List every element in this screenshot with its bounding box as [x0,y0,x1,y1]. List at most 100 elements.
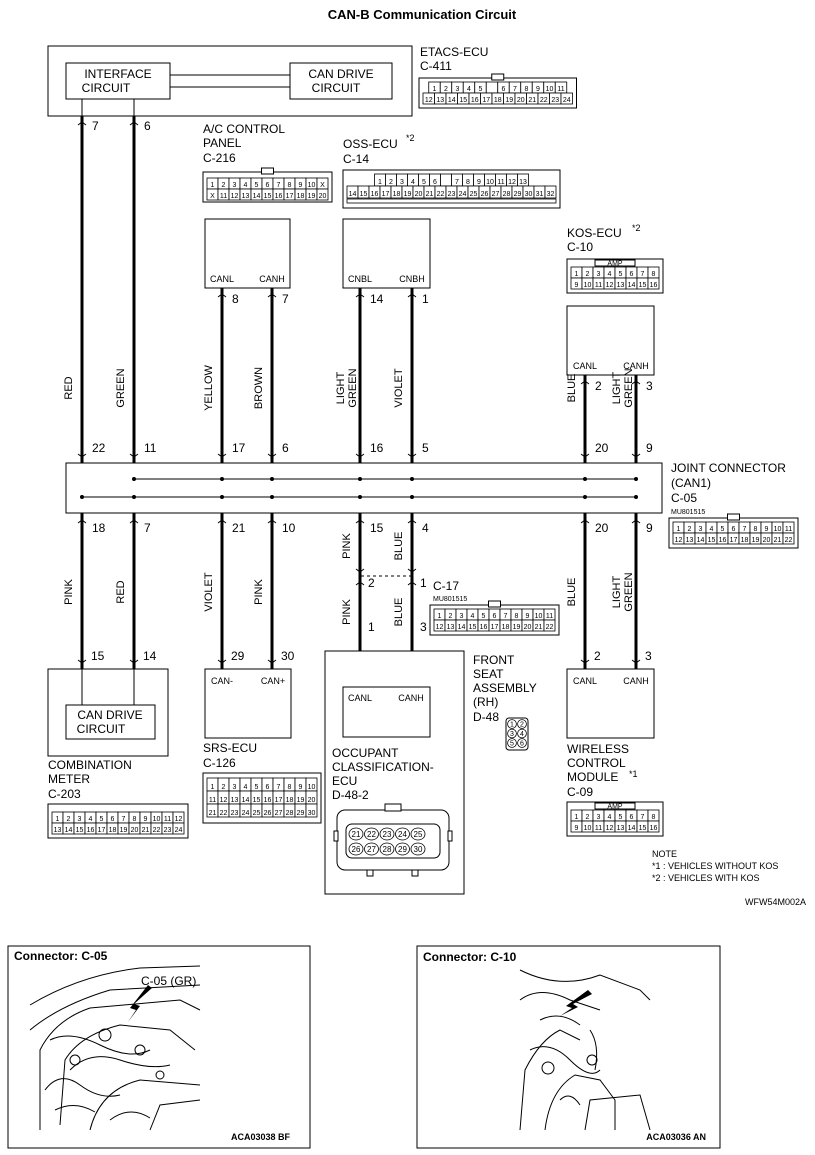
front-seat-connector-id: D-48 [473,710,499,724]
pin-number: 15 [264,193,272,200]
occ-pin-number: 25 [414,830,423,839]
combo-can-drive-box [65,704,156,740]
occ-name-3: ECU [332,774,357,788]
pin-number: 4 [411,179,415,186]
seat-pin-number: 3 [510,731,514,738]
pin-number: 13 [617,825,625,832]
pin-number: 2 [449,613,453,620]
pin-number: 16 [264,797,272,804]
junction-dot [132,477,136,481]
pin-number: 21 [142,827,150,834]
pin-number: 7 [641,814,645,821]
kos-ecu-star: *2 [632,223,641,233]
pin-number: 13 [447,624,455,631]
terminal-mark [267,453,277,458]
pin-number: 2 [222,784,226,791]
pin-number: 21 [426,191,434,198]
joint-pin-top: 16 [370,441,384,455]
combo-name-2: METER [48,772,90,786]
junction-dot [358,477,362,481]
pin-number: 21 [528,97,536,104]
note-line-2: *2 : VEHICLES WITH KOS [652,873,760,883]
srs-ecu-name: SRS-ECU [203,741,257,755]
interface-circuit-label-2: CIRCUIT [82,81,131,95]
pin-number: 11 [497,179,504,186]
pin-number: 13 [231,797,239,804]
terminal-mark [355,581,365,586]
pin-number: 1 [56,816,60,823]
can-drive-circuit-label-1: CAN DRIVE [308,67,373,81]
pin-label-upper: 14 [370,292,384,306]
pin-number: 15 [639,282,647,289]
pin-number: 18 [286,797,294,804]
pin-cell [544,185,557,199]
panel-c05-code: ACA03038 BF [231,1132,291,1142]
pin-number: 19 [308,193,316,200]
wire-color-lower: GREEN [623,572,635,611]
junction-dot [220,477,224,481]
srs-label-canminus: CAN- [211,676,233,686]
etacs-connector-id: C-411 [420,59,452,73]
pin-label-end: 2 [594,649,601,663]
c17-pin-upper: 1 [420,576,427,590]
seat-pin [507,738,517,748]
pin-number: 12 [436,624,444,631]
occ-pin-number: 30 [414,845,423,854]
pin-number: 1 [575,814,579,821]
connector-key [261,167,274,175]
pin-number: 30 [525,191,533,198]
pin-number: 16 [275,193,283,200]
terminal-mark [267,519,277,524]
pin-number: 13 [617,282,625,289]
connector-amp-label: AMP [607,804,623,811]
pin-number: 2 [586,271,590,278]
oss-label-cnbh: CNBH [399,274,425,284]
wcm-star: *1 [629,769,638,779]
pin-number: 29 [297,810,305,817]
ac-label-canl: CANL [210,274,234,284]
pin-cell [316,188,329,201]
pin-number: 1 [211,182,215,189]
kos-ecu-name: KOS-ECU [567,226,622,240]
joint-pin-top: 6 [282,441,289,455]
pin-number: 13 [436,97,444,104]
pin-number: 14 [65,827,73,834]
pin-number: 10 [584,825,592,832]
srs-label-canplus: CAN+ [261,676,285,686]
pin-number: 1 [677,526,681,533]
joint-connector-name-1: JOINT CONNECTOR [671,461,786,475]
pin-number: 7 [513,86,517,93]
pin-number: 7 [504,613,508,620]
junction-dot [132,495,136,499]
terminal-mark [407,568,417,573]
pin-number: 17 [730,537,738,544]
kos-connector-id: C-10 [567,240,593,254]
wire-color-lower: RED [115,580,127,603]
wire-color-upper: RED [63,376,75,399]
pin-label-upper: 6 [144,119,151,133]
pin-number: 2 [444,86,448,93]
pin-number: 8 [288,182,292,189]
pin-number: 23 [164,827,172,834]
srs-ecu-box [204,668,292,739]
c17-connector-id: C-17 [433,579,459,593]
pin-number: 16 [650,825,658,832]
pin-number: 8 [133,816,137,823]
ac-connector-id: C-216 [203,151,236,165]
junction-dot [410,495,414,499]
occ-name-2: CLASSIFICATION- [332,760,434,774]
pin-number: 9 [299,182,303,189]
pin-number: 5 [422,179,426,186]
pin-number: 7 [277,784,281,791]
junction-dot [270,495,274,499]
pin-number: 5 [482,613,486,620]
joint-pin-bottom: 15 [370,521,384,535]
pin-number: 21 [209,810,217,817]
seat-pin-number: 6 [520,741,524,748]
pin-number: 27 [492,191,500,198]
terminal-mark [77,659,87,664]
junction-dot [80,495,84,499]
combo-can-drive-label-2: CIRCUIT [77,722,126,736]
